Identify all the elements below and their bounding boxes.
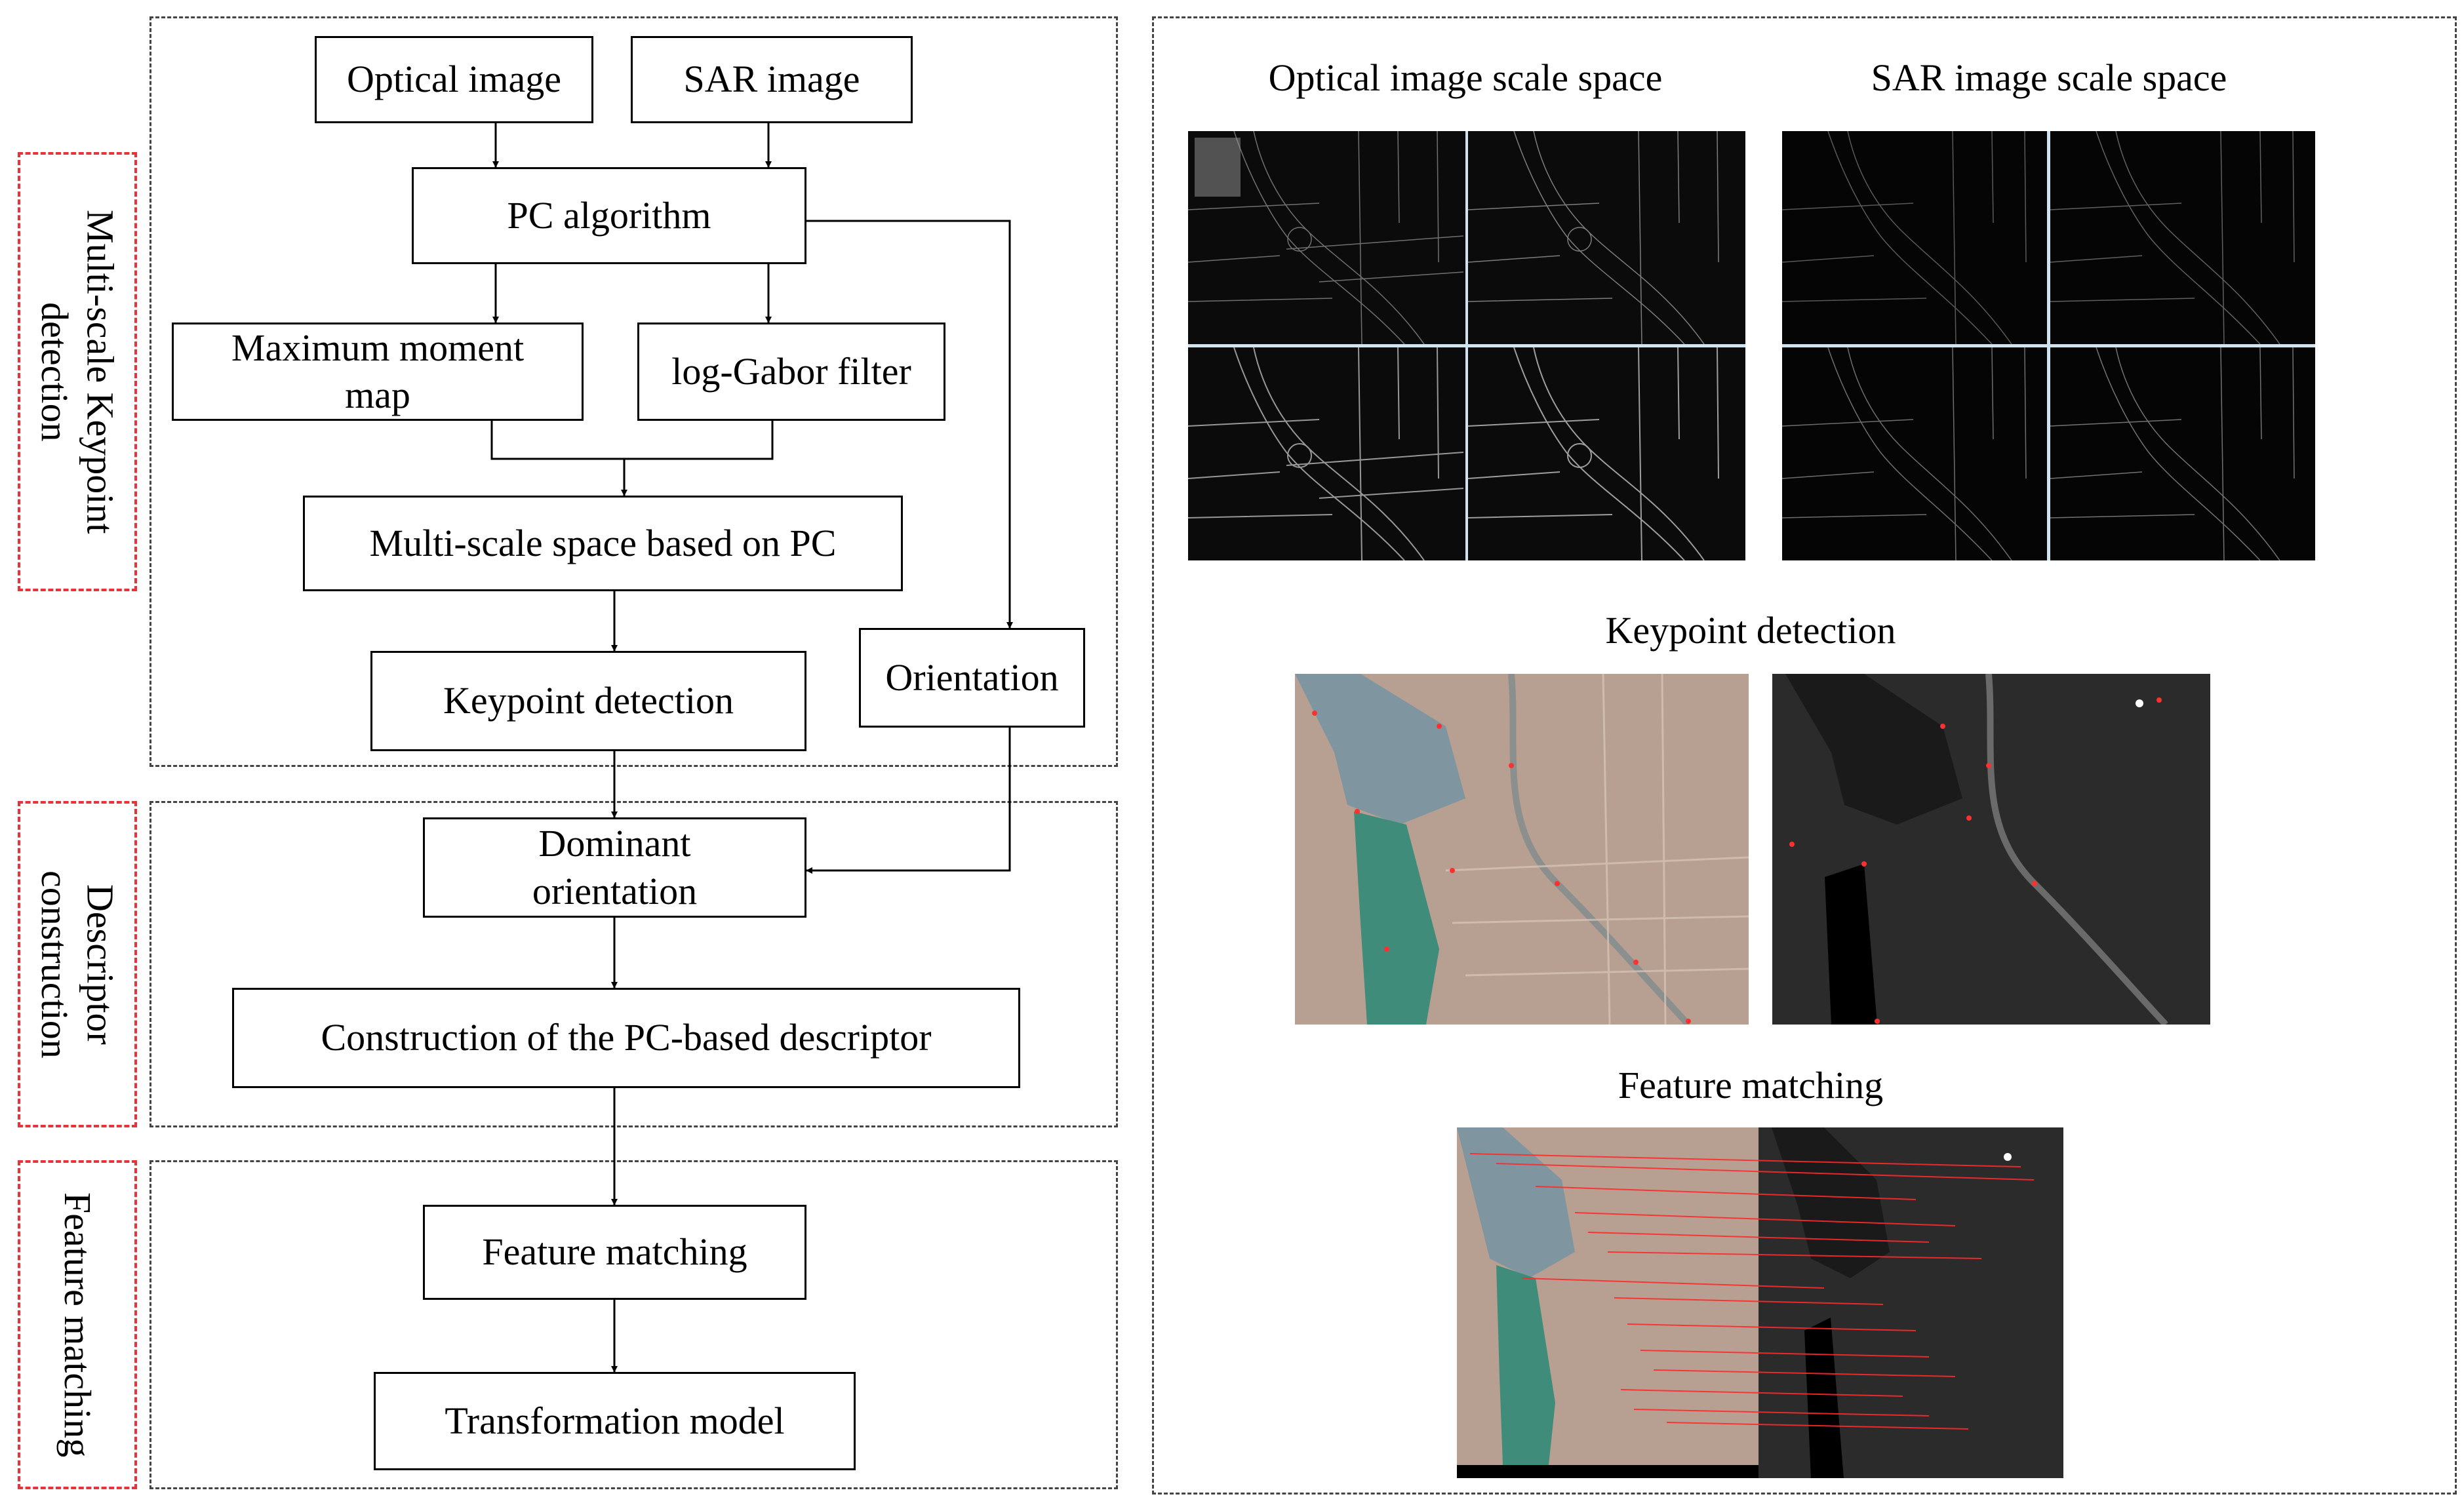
node-multiscale-space: Multi-scale space based on PC (303, 496, 903, 591)
sar-scale-image-4 (2050, 347, 2315, 560)
arrow-pc-to-orientation (806, 220, 1013, 629)
optical-scale-space-grid (1188, 131, 1745, 560)
keypoint-optical-image (1295, 674, 1749, 1025)
node-maximum-moment-map: Maximum moment map (172, 322, 584, 421)
keypoint-detection-title: Keypoint detection (1605, 609, 1896, 652)
keypoint-sar-image-render (1772, 674, 2210, 1025)
feature-matching-image-render (1457, 1127, 2063, 1478)
detection-stage-frame (149, 16, 1118, 767)
optical-scale-image-1 (1188, 131, 1465, 344)
arrow-orientation-to-dominant (806, 728, 1011, 874)
sar-scale-image-1-render (1782, 131, 2047, 344)
sar-scale-image-4-render (2050, 347, 2315, 560)
keypoint-optical-image-render (1295, 674, 1749, 1025)
optical-scale-image-4-render (1468, 347, 1745, 560)
stage-label-detection: Multi-scale Keypoint detection (18, 152, 137, 591)
optical-scale-image-1-render (1188, 131, 1465, 344)
stage-label-descriptor: Descriptor construction (18, 801, 137, 1127)
keypoint-sar-image (1772, 674, 2210, 1025)
feature-matching-title: Feature matching (1618, 1064, 1884, 1106)
optical-scale-space-title: Optical image scale space (1268, 56, 1663, 99)
sar-scale-space-grid (1782, 131, 2315, 560)
sar-scale-image-3-render (1782, 347, 2047, 560)
join-moment-loggabor (490, 421, 774, 460)
node-dominant-orientation: Dominant orientation (423, 817, 806, 918)
optical-scale-image-3 (1188, 347, 1465, 560)
optical-scale-image-3-render (1188, 347, 1465, 560)
sar-scale-image-2 (2050, 131, 2315, 344)
node-feature-matching: Feature matching (423, 1205, 806, 1300)
descriptor-stage-frame (149, 801, 1118, 1127)
feature-matching-image (1457, 1127, 2063, 1478)
node-optical-image: Optical image (315, 36, 593, 123)
sar-scale-space-title: SAR image scale space (1871, 56, 2227, 99)
correspondence-lines (1469, 1153, 2035, 1430)
optical-scale-image-2-render (1468, 131, 1745, 344)
node-log-gabor-filter: log-Gabor filter (637, 322, 945, 421)
matching-stage-frame (149, 1160, 1118, 1489)
stage-label-matching: Feature matching (18, 1160, 137, 1489)
node-descriptor-construction: Construction of the PC-based descriptor (232, 988, 1020, 1088)
node-sar-image: SAR image (631, 36, 913, 123)
node-pc-algorithm: PC algorithm (412, 167, 806, 264)
matching-sar-bright-spot (2004, 1153, 2012, 1161)
optical-scale-image-4 (1468, 347, 1745, 560)
sar-scale-image-1 (1782, 131, 2047, 344)
optical-scale-image-2 (1468, 131, 1745, 344)
node-keypoint-detection: Keypoint detection (370, 651, 806, 751)
sar-bright-spot (2136, 699, 2143, 707)
illustration-panel-frame (1152, 16, 2457, 1495)
node-orientation: Orientation (859, 628, 1085, 728)
node-transformation-model: Transformation model (374, 1372, 856, 1470)
sar-scale-image-2-render (2050, 131, 2315, 344)
sar-scale-image-3 (1782, 347, 2047, 560)
